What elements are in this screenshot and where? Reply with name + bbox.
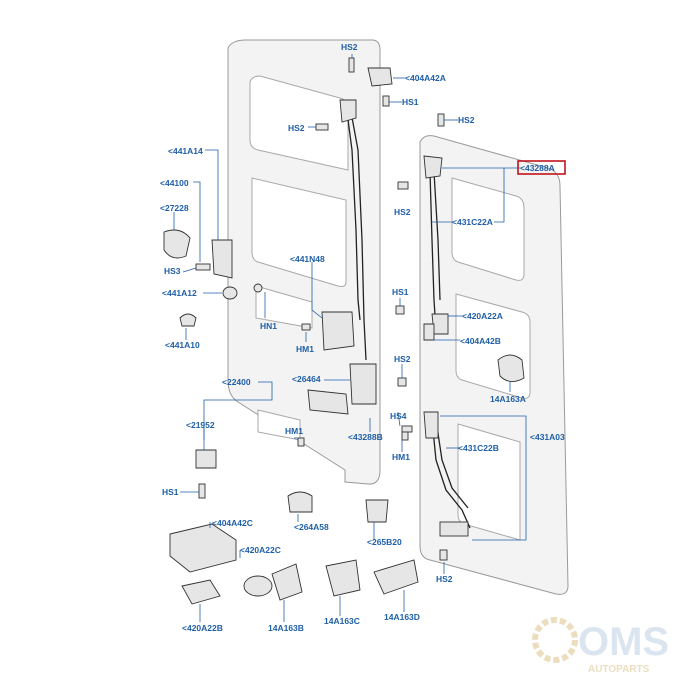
bracket-404a42c [169, 523, 237, 573]
watermark-brand: OMS [578, 620, 669, 664]
label-404a42a: <404A42A [405, 73, 446, 83]
hs2-screw-rd [397, 181, 409, 190]
bumper-14a163d [373, 559, 419, 595]
bumper-14a163b [271, 563, 303, 601]
label-431c22a: <431C22A [452, 217, 493, 227]
label-hs2-right: HS2 [458, 115, 475, 125]
left-lower-window [255, 285, 313, 329]
parts [163, 57, 525, 605]
label-264a58: <264A58 [294, 522, 329, 532]
label-431a03: <431A03 [530, 432, 565, 442]
right-upper-window [451, 177, 525, 281]
hinge-404a42a [367, 67, 393, 87]
bracket-265b20 [365, 499, 389, 523]
labels: HS2 <404A42A HS1 HS2 HS2 <43288A HS2 <43… [160, 42, 565, 633]
hs2-screw-hinge [315, 123, 329, 131]
cover-27228 [163, 229, 191, 259]
bumper-14a163c [325, 559, 361, 597]
switch-21952 [195, 449, 217, 469]
screw-hm1-a [301, 323, 311, 331]
label-44100: <44100 [160, 178, 189, 188]
hinge-bracket [339, 99, 357, 123]
watermark-logo: OMS AUTOPARTS [532, 617, 669, 675]
label-hs2-mid: HS2 [394, 354, 411, 364]
handle-44100 [211, 239, 233, 279]
latch-43288b [423, 411, 439, 439]
screw-hs2-bot [439, 549, 448, 561]
latch-26464 [349, 363, 377, 405]
label-431c22b: <431C22B [458, 443, 499, 453]
label-14a163a: 14A163A [490, 394, 526, 404]
screw-hs3 [195, 263, 211, 271]
striker-264a58 [287, 491, 313, 513]
label-hn1: HN1 [260, 321, 277, 331]
gear-icon [532, 617, 578, 663]
label-27228: <27228 [160, 203, 189, 213]
label-14a163c: 14A163C [324, 616, 360, 626]
label-43288a: <43288A [520, 163, 555, 173]
label-22400: <22400 [222, 377, 251, 387]
latch-lower-right [439, 521, 469, 537]
label-hs1-low: HS1 [162, 487, 179, 497]
label-441a12: <441A12 [162, 288, 197, 298]
label-hs3: HS3 [164, 266, 181, 276]
plug-420a22c [243, 575, 273, 597]
label-hm1-c: HM1 [392, 452, 410, 462]
label-420a22a: <420A22A [462, 311, 503, 321]
label-hs2-top: HS2 [341, 42, 358, 52]
label-404a42c: <404A42C [212, 518, 253, 528]
leader-lines [173, 54, 527, 622]
label-14a163d: 14A163D [384, 612, 420, 622]
screw-hm1-c [401, 431, 409, 441]
screw-hs2-mid [397, 377, 407, 387]
label-404a42b: <404A42B [460, 336, 501, 346]
screw-hs1-low [198, 483, 206, 499]
label-441a14: <441A14 [168, 146, 203, 156]
label-hs2-hinge: HS2 [288, 123, 305, 133]
label-hm1-a: HM1 [296, 344, 314, 354]
watermark-sub: AUTOPARTS [588, 664, 650, 675]
label-441n48: <441N48 [290, 254, 325, 264]
label-hs1-top: HS1 [402, 97, 419, 107]
label-420a22c: <420A22C [240, 545, 281, 555]
top-bolt [348, 57, 355, 73]
pad-420a22b [181, 579, 221, 605]
lock-441n48 [321, 311, 355, 351]
bush-441a12 [222, 286, 238, 300]
highlight-box-43288a [517, 160, 566, 175]
label-21952: <21952 [186, 420, 215, 430]
screw-hs4 [401, 425, 413, 433]
right-door-panel [419, 135, 569, 595]
label-26464: <26464 [292, 374, 321, 384]
label-14a163b: 14A163B [268, 623, 304, 633]
hs1-screw-top [382, 95, 390, 107]
label-265b20: <265B20 [367, 537, 402, 547]
latch-43288a [423, 155, 443, 179]
label-hs2-bot: HS2 [436, 574, 453, 584]
bumper-14a163a [497, 354, 525, 382]
label-hm1-b: HM1 [285, 426, 303, 436]
label-441a10: <441A10 [165, 340, 200, 350]
label-hs4: HS4 [390, 411, 407, 421]
hs2-screw-right [437, 113, 445, 127]
label-hs1-mid: HS1 [392, 287, 409, 297]
label-420a22b: <420A22B [182, 623, 223, 633]
screw-hm1-b [297, 437, 305, 447]
left-middle-window [251, 177, 347, 287]
label-hs2-rd: HS2 [394, 207, 411, 217]
nut-hn1 [253, 283, 263, 293]
screw-hs1-mid [395, 305, 405, 315]
label-43288b: <43288B [348, 432, 383, 442]
plate-404a42b [423, 323, 435, 341]
cap-441a10 [179, 313, 197, 327]
handle-22400 [307, 389, 349, 415]
